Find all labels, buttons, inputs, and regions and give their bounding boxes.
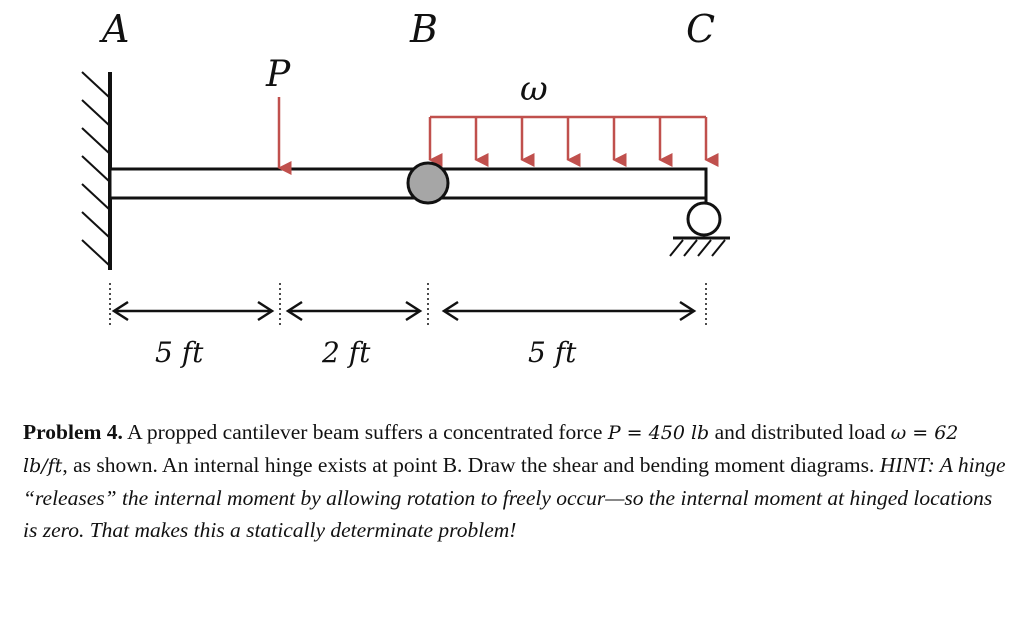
roller-support	[669, 198, 730, 257]
problem-statement: Problem 4. A propped cantilever beam suf…	[23, 416, 1008, 546]
problem-number: Problem 4.	[23, 420, 123, 444]
dimension-label-bc: 5 ft	[528, 336, 577, 369]
point-label-b: B	[409, 7, 438, 51]
problem-text-part1: A propped cantilever beam suffers a conc…	[122, 420, 608, 444]
problem-text-part2: and distributed load	[709, 420, 891, 444]
load-p-expression: P = 450 lb	[607, 422, 710, 444]
hinge	[406, 161, 450, 205]
dimension-lines	[109, 283, 707, 325]
load-w-expression: ω = 62 lb/ft	[23, 422, 959, 477]
distributed-load	[428, 115, 719, 167]
hint-text: HINT: A hinge “releases” the internal mo…	[23, 453, 1006, 542]
point-label-c: C	[686, 7, 715, 51]
dimension-label-ab: 5 ft	[155, 336, 204, 369]
load-w-label: ω	[520, 69, 548, 109]
beam-diagram: A B C P ω	[81, 7, 730, 369]
point-label-a: A	[99, 7, 129, 51]
problem-text-part3: , as shown. An internal hinge exists at …	[62, 453, 880, 477]
dimension-label-pb: 2 ft	[321, 336, 371, 369]
load-p-label: P	[265, 54, 291, 95]
fixed-support	[81, 71, 112, 270]
